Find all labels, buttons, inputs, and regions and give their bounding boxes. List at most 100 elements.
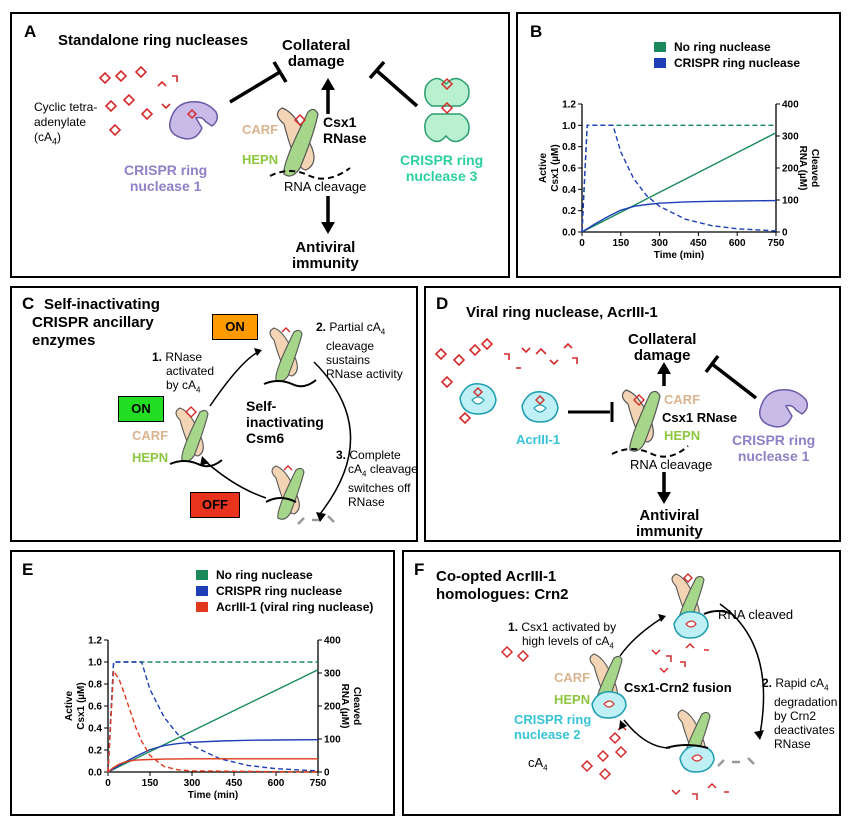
y-tick-label-right: 100 [324, 735, 341, 746]
y-tick-label-left: 0.8 [88, 680, 102, 691]
y-tick-label-left: 1.2 [562, 100, 576, 111]
panel-f-graphics [500, 573, 765, 800]
panel-e: E No ring nuclease CRISPR ring nuclease … [10, 550, 395, 816]
x-axis-label: Time (min) [188, 790, 238, 801]
y-tick-label-left: 1.0 [562, 121, 576, 132]
x-tick-label: 300 [184, 778, 201, 789]
x-tick-label: 150 [612, 238, 629, 249]
y-tick-label-left: 1.2 [88, 636, 102, 647]
on-state-badge-left: ON [118, 396, 164, 422]
crispr-ring-nuclease-3-icon [424, 77, 470, 143]
csx1-crn2-left [589, 653, 627, 719]
y-tick-label-left: 0.2 [88, 746, 102, 757]
inhibition-arrow [568, 402, 614, 422]
off-state-badge: OFF [190, 492, 240, 518]
y-axis-label-left-line: Csx1 (µM) [550, 144, 561, 191]
y-tick-label-right: 300 [782, 132, 799, 143]
csm6-enzyme-bottom [265, 465, 335, 525]
x-axis-label: Time (min) [654, 250, 704, 261]
series-line [107, 669, 319, 773]
y-axis-label-left-line: Active [64, 691, 75, 721]
legend-no-ring-nuclease: No ring nuclease [674, 40, 771, 54]
legend-swatch-blue [196, 586, 208, 596]
ca4-diamonds [98, 65, 178, 137]
y-tick-label-left: 1.0 [88, 658, 102, 669]
csm6-enzyme-left [169, 406, 223, 468]
y-tick-label-right: 400 [324, 636, 341, 647]
panel-d-graphics [434, 337, 809, 504]
y-tick-label-right: 0 [324, 768, 330, 779]
step-2-label: 2. Partial cA4 cleavage sustains RNase a… [316, 320, 403, 382]
rna-cleavage-label: RNA cleavage [630, 457, 713, 472]
panel-letter: B [530, 22, 543, 41]
csx1-rnase-icon [269, 107, 351, 180]
y-tick-label-left: 0.4 [88, 724, 102, 735]
y-tick-label-right: 0 [782, 228, 788, 239]
cycle-arrows [619, 603, 765, 749]
cyclic-ca4-label: Cyclic tetra- adenylate (cA4) [34, 100, 98, 147]
y-tick-label-right: 200 [324, 702, 341, 713]
legend-crispr-ring-nuclease: CRISPR ring nuclease [674, 56, 801, 70]
y-tick-label-left: 0.0 [88, 768, 102, 779]
ca4-label: cA4 [528, 755, 548, 773]
y-tick-label-right: 200 [782, 164, 799, 175]
x-tick-label: 0 [579, 238, 585, 249]
series-line [107, 758, 318, 773]
x-tick-label: 750 [310, 778, 327, 789]
legend-swatch-green [654, 42, 666, 52]
series-line [107, 668, 319, 773]
series-line [581, 132, 777, 233]
legend-swatch-green [196, 570, 208, 580]
carf-label: CARF [242, 122, 279, 137]
panel-letter: F [414, 560, 425, 579]
panel-title: Standalone ring nucleases [58, 32, 249, 49]
rna-cleavage-label: RNA cleavage [284, 179, 367, 194]
csx1-rnase-icon [611, 389, 689, 458]
y-tick-label-left: 0.4 [562, 185, 576, 196]
hepn-label: HEPN [554, 692, 591, 707]
x-tick-label: 600 [729, 238, 746, 249]
x-tick-label: 450 [226, 778, 243, 789]
x-tick-label: 300 [651, 238, 668, 249]
ca4-diamonds [434, 337, 578, 425]
panel-d: D Viral ring nuclease, AcrIII-1 Collater… [424, 286, 841, 542]
panel-title: Viral ring nuclease, AcrIII-1 [466, 304, 658, 321]
step-1-label: 1. Csx1 activated by high levels of cA4 [508, 620, 617, 651]
series-line [107, 661, 318, 773]
legend-swatch-blue [654, 58, 666, 68]
crispr-ring-nuclease-1-icon [759, 388, 809, 428]
panel-letter: C [22, 294, 35, 313]
series-line [107, 739, 319, 773]
step-1-label: 1. RNase activated by cA4 [152, 350, 215, 395]
y-axis-label-left-line: Active [538, 153, 549, 183]
y-tick-label-right: 400 [782, 100, 799, 111]
y-tick-label-left: 0.8 [562, 142, 576, 153]
x-tick-label: 0 [105, 778, 111, 789]
panel-letter: D [436, 294, 449, 313]
y-tick-label-left: 0.6 [88, 702, 102, 713]
csx1-crn2-fusion-label: Csx1-Crn2 fusion [624, 680, 732, 695]
panel-letter: A [24, 22, 37, 41]
series-line [581, 124, 777, 233]
x-tick-label: 600 [268, 778, 285, 789]
panel-b: B No ring nuclease CRISPR ring nuclease … [516, 12, 841, 278]
acriii-1-icon [459, 383, 559, 423]
panel-a-graphics [98, 60, 470, 234]
panel-c-graphics [169, 327, 352, 525]
